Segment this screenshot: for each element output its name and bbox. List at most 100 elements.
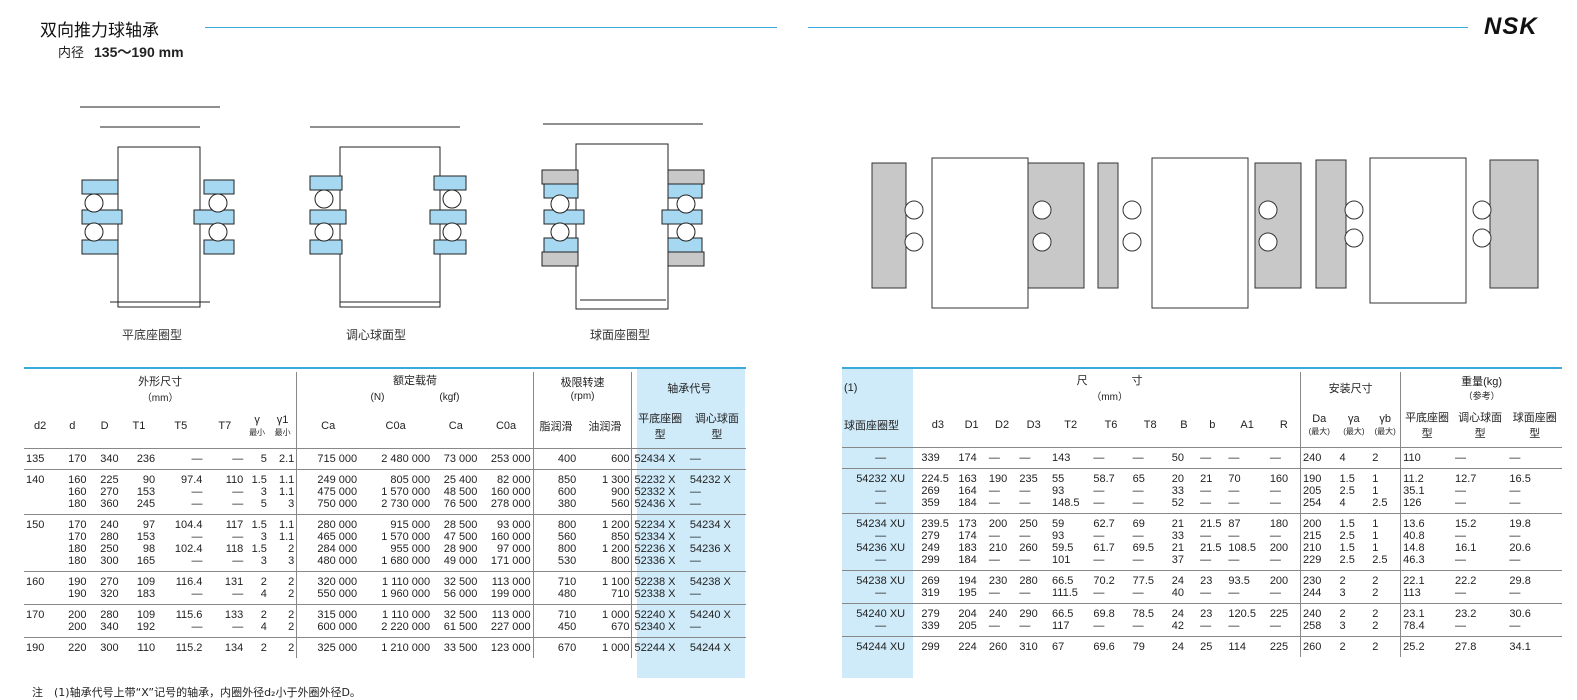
table-cell: —	[1267, 446, 1301, 468]
table-cell: 253 000	[479, 447, 534, 469]
right-col-header: B	[1180, 418, 1188, 431]
table-cell: 73 000	[432, 447, 480, 469]
table-cell: 50	[1169, 446, 1199, 468]
right-col-header: Da(最大)	[1308, 412, 1330, 436]
table-cell: 54244 XU	[842, 635, 920, 657]
table-cell: 77.5—	[1130, 569, 1170, 603]
table-cell: 4	[1337, 446, 1371, 468]
right-col-header: D1	[964, 418, 979, 431]
right-header-mount: 安装尺寸	[1300, 372, 1402, 403]
table-cell: 200—	[1267, 569, 1301, 603]
table-cell: 190——	[986, 467, 1018, 513]
table-cell: 27.8	[1452, 635, 1508, 657]
table-cell: 2	[245, 636, 269, 658]
table-cell: 12.7——	[1452, 467, 1508, 513]
table-cell: —	[842, 446, 920, 468]
table-cell: 224	[956, 635, 987, 657]
table-cell: 87—108.5—	[1226, 512, 1268, 570]
table-cell: 200—210—	[986, 512, 1018, 570]
table-cell: 117—118—	[204, 513, 246, 571]
d2-cell: 160	[24, 570, 57, 604]
right-col-header: D3	[1026, 418, 1041, 431]
table-cell: 160——	[1267, 467, 1301, 513]
d2-cell: 190	[24, 636, 57, 658]
caption-flat-seat: 平底座圈型	[122, 328, 183, 342]
table-cell: 110——	[204, 468, 246, 514]
table-cell: 2 480 000	[359, 447, 433, 469]
table-cell: 240—	[986, 602, 1018, 636]
mounting-diagrams-right	[871, 157, 1539, 309]
table-cell: —	[986, 446, 1018, 468]
table-cell: 2	[268, 636, 298, 658]
table-cell: —	[1226, 446, 1268, 468]
right-col-header: D2	[995, 418, 1010, 431]
table-cell: 21.5—21.5—	[1198, 512, 1227, 570]
right-col-header: γb(最大)	[1370, 403, 1402, 447]
right-col-header: d3	[931, 418, 944, 431]
table-cell: 143	[1050, 446, 1092, 468]
table-cell: 225—	[1267, 602, 1301, 636]
right-col-header-first: 球面座圈型	[844, 419, 899, 432]
table-cell: 54232 XU——	[842, 467, 920, 513]
table-cell: 123 000	[479, 636, 534, 658]
table-cell: —	[1507, 446, 1562, 468]
left-col-header: Ca	[321, 419, 336, 432]
table-cell: —	[1452, 446, 1508, 468]
subtitle-range: 135～190 mm	[94, 44, 184, 60]
brand-logo: NSK	[1484, 13, 1538, 40]
right-header-dims: 尺 寸（mm）	[919, 372, 1301, 403]
left-header-load: 额定载荷(N) (kgf)	[296, 372, 534, 404]
table-cell: 115.2	[157, 636, 205, 658]
table-cell: 62.7—61.7—	[1091, 512, 1131, 570]
table-cell: 104.4—102.4—	[157, 513, 205, 571]
left-col-header: d	[69, 419, 76, 432]
left-col-header: T5	[174, 419, 188, 432]
d2-cell: 150	[24, 513, 57, 571]
table-cell: —	[1130, 446, 1170, 468]
left-table-top-rule	[24, 367, 746, 369]
table-cell: 240	[1300, 446, 1338, 468]
right-col-header: 平底座圈型	[1405, 411, 1450, 440]
left-col-header: C0a	[479, 404, 534, 448]
table-cell: 1 210 000	[359, 636, 433, 658]
table-cell: 236	[120, 447, 158, 469]
table-cell: 33 500	[432, 636, 480, 658]
table-cell: 260	[986, 635, 1018, 657]
left-col-header: Ca	[448, 419, 463, 432]
